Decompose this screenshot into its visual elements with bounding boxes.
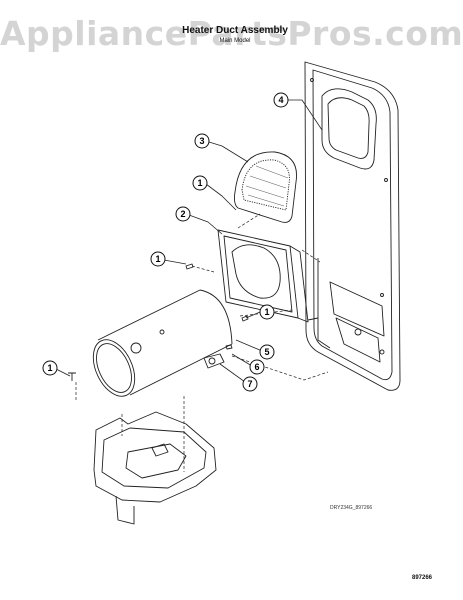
svg-text:1: 1: [155, 254, 160, 264]
callout-3: 3: [194, 133, 210, 149]
thermostat: [203, 353, 225, 369]
svg-text:6: 6: [254, 362, 259, 372]
diagram-subtitle: Main Model: [219, 38, 251, 44]
svg-text:7: 7: [247, 379, 252, 389]
assembly-lines: [75, 213, 329, 472]
callout-1: 1: [42, 360, 58, 376]
svg-text:4: 4: [278, 95, 283, 105]
diagram-title: Heater Duct Assembly: [182, 25, 288, 36]
leader-lines: [55, 99, 323, 383]
callout-2: 2: [175, 206, 191, 222]
svg-text:3: 3: [199, 136, 204, 146]
callouts: 4 3 1 2 1 1 5: [42, 92, 289, 392]
lint-screen: [233, 151, 297, 223]
callout-1: 1: [192, 175, 208, 191]
callout-6: 6: [249, 359, 265, 375]
watermark: AppliancePartsPros.com: [0, 14, 463, 53]
callout-1: 1: [150, 251, 166, 267]
duct-gasket: [217, 229, 309, 323]
rear-panel: [304, 61, 401, 391]
svg-text:2: 2: [180, 209, 185, 219]
callout-4: 4: [273, 92, 289, 108]
heater-duct-cylinder: [92, 289, 233, 397]
svg-text:5: 5: [264, 347, 269, 357]
svg-text:1: 1: [264, 307, 269, 317]
callout-5: 5: [259, 344, 275, 360]
diagram-reference-code: DRY234G_897266: [330, 505, 373, 511]
screws: [68, 263, 249, 381]
base-outline: [93, 411, 217, 525]
callout-1: 1: [259, 304, 275, 320]
svg-text:1: 1: [197, 178, 202, 188]
page-reference-code: 897266: [412, 575, 433, 581]
callout-7: 7: [242, 376, 258, 392]
svg-text:1: 1: [47, 363, 52, 373]
